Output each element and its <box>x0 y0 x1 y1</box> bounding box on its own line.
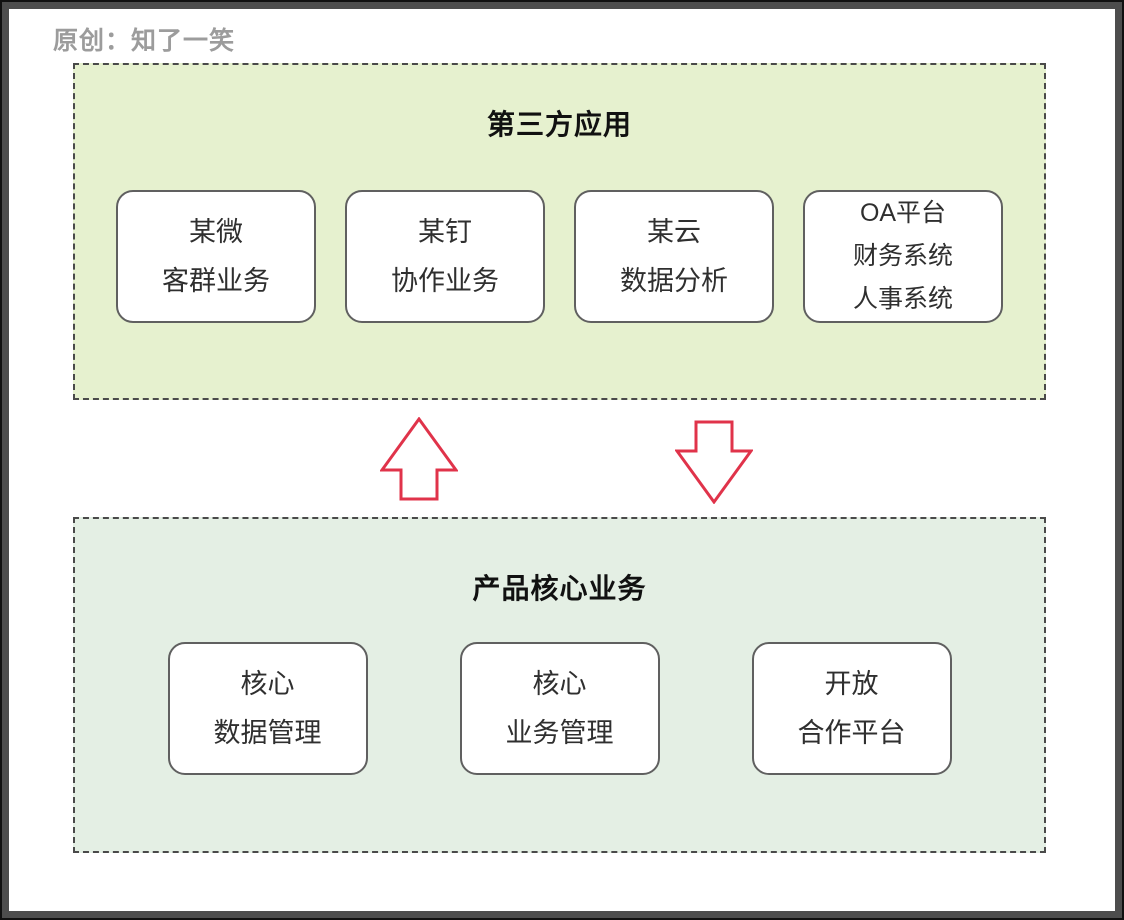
card-oa-finance-hr-systems: OA平台 财务系统 人事系统 <box>803 190 1003 323</box>
card-open-cooperation-platform: 开放 合作平台 <box>751 642 952 775</box>
card-line: 开放 <box>824 668 879 699</box>
card-line: 某微 <box>189 216 243 247</box>
card-line: 客群业务 <box>162 265 270 296</box>
card-line: 合作平台 <box>797 717 906 748</box>
card-wechat-customer-business: 某微 客群业务 <box>116 190 316 323</box>
card-core-data-management: 核心 数据管理 <box>167 642 368 775</box>
third-party-cards-row: 某微 客群业务 某钉 协作业务 某云 数据分析 OA平台 财务系统 人事系统 <box>75 190 1044 323</box>
card-line: 某云 <box>647 216 701 247</box>
card-line: 财务系统 <box>852 242 953 270</box>
card-line: 协作业务 <box>391 265 499 296</box>
card-line: 数据管理 <box>213 717 322 748</box>
card-line: OA平台 <box>859 199 947 227</box>
card-line: 核心 <box>532 668 587 699</box>
card-core-business-management: 核心 业务管理 <box>459 642 660 775</box>
section-title-core-business: 产品核心业务 <box>472 573 647 604</box>
core-business-cards-row: 核心 数据管理 核心 业务管理 开放 合作平台 <box>75 642 1044 775</box>
section-product-core-business: 产品核心业务 核心 数据管理 核心 业务管理 开放 合作平台 <box>73 517 1046 853</box>
section-third-party-apps: 第三方应用 某微 客群业务 某钉 协作业务 某云 数据分析 OA平台 财务系统 … <box>73 63 1046 400</box>
card-line: 数据分析 <box>620 265 728 296</box>
down-arrow-icon <box>675 420 753 504</box>
up-arrow-icon <box>380 417 458 501</box>
watermark-text: 原创：知了一笑 <box>53 27 236 55</box>
card-line: 人事系统 <box>852 285 953 313</box>
section-title-third-party: 第三方应用 <box>486 109 632 140</box>
card-cloud-data-analysis: 某云 数据分析 <box>574 190 774 323</box>
card-line: 业务管理 <box>505 717 614 748</box>
card-line: 某钉 <box>418 216 472 247</box>
card-ding-collaboration-business: 某钉 协作业务 <box>345 190 545 323</box>
card-line: 核心 <box>240 668 295 699</box>
